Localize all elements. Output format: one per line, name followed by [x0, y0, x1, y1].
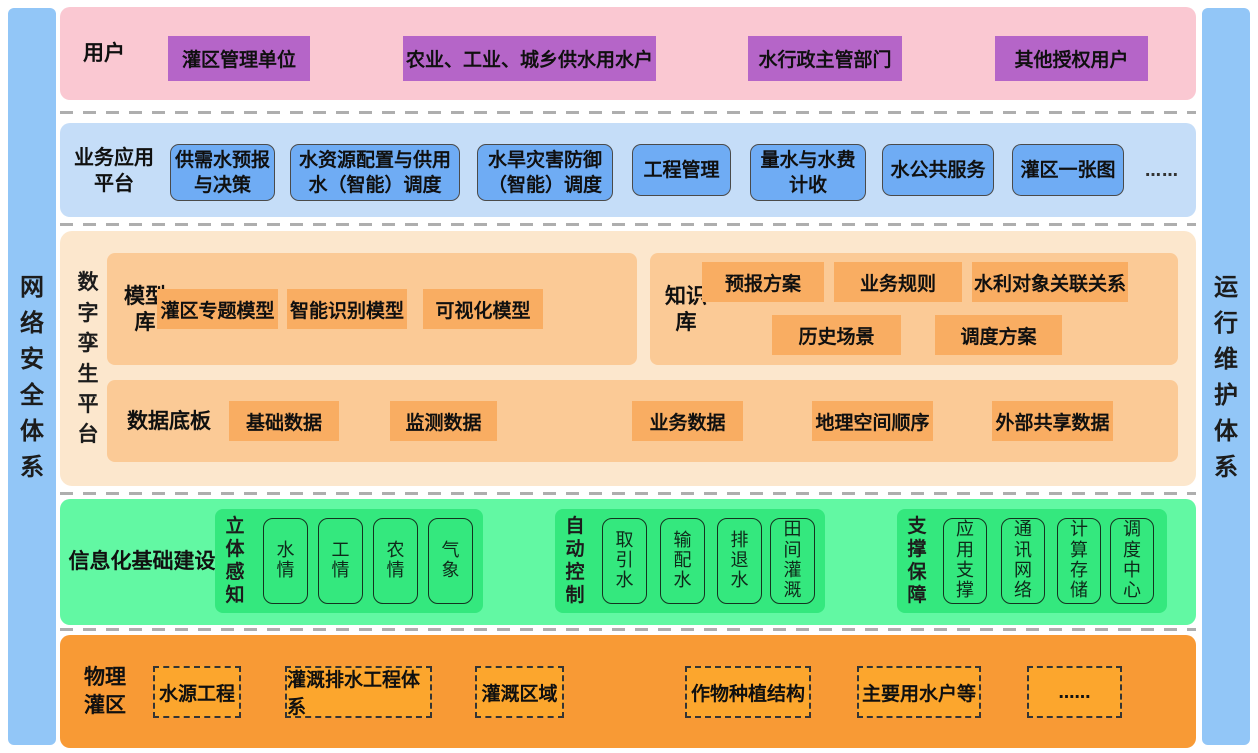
knowledge-box: 水利对象关联关系: [972, 262, 1128, 302]
auto-control-box: 输配水: [660, 518, 705, 604]
data-box: 监测数据: [390, 401, 497, 441]
perception-box: 气象: [428, 518, 473, 604]
model-library-panel: 模型库 灌区专题模型 智能识别模型 可视化模型: [107, 253, 637, 365]
user-box: 灌区管理单位: [168, 36, 310, 81]
auto-control-group: 自动控制 取引水 输配水 排退水 田间灌溉: [555, 509, 825, 613]
support-group: 支撑保障 应用支撑 通讯网络 计算存储 调度中心: [897, 509, 1167, 613]
business-app-box: 水公共服务: [882, 144, 994, 196]
network-security-bar: 网络安全体系: [8, 8, 56, 745]
operation-maintenance-label: 运行维护体系: [1214, 272, 1238, 481]
business-app-box: 供需水预报与决策: [170, 144, 275, 202]
auto-control-label-wrap: 自动控制: [562, 509, 588, 613]
business-ellipsis: ……: [1145, 160, 1179, 180]
knowledge-box: 调度方案: [935, 315, 1062, 355]
business-app-box: 水旱灾害防御（智能）调度: [477, 144, 613, 202]
support-box: 通讯网络: [1001, 518, 1045, 604]
physical-box: 作物种植结构: [685, 666, 811, 718]
infrastructure-label: 信息化基础建设: [68, 549, 216, 574]
data-box: 业务数据: [632, 401, 743, 441]
support-label-wrap: 支撑保障: [904, 509, 930, 613]
users-row-label: 用户: [83, 40, 125, 65]
auto-control-box-label: 田间灌溉: [783, 519, 802, 602]
business-platform-row: 业务应用平台 供需水预报与决策 水资源配置与供用水（智能）调度 水旱灾害防御（智…: [60, 123, 1196, 217]
auto-control-box: 田间灌溉: [770, 518, 815, 604]
model-box: 灌区专题模型: [157, 289, 278, 329]
physical-box: 主要用水户等: [857, 666, 981, 718]
users-row: 用户 灌区管理单位 农业、工业、城乡供水用水户 水行政主管部门 其他授权用户: [60, 7, 1196, 100]
perception-box-label: 农情: [386, 539, 405, 581]
business-platform-label: 业务应用平台: [74, 145, 154, 195]
data-board-label: 数据底板: [127, 408, 211, 433]
knowledge-box: 业务规则: [834, 262, 962, 302]
perception-box: 农情: [373, 518, 418, 604]
auto-control-group-label: 自动控制: [565, 514, 585, 607]
auto-control-box: 取引水: [602, 518, 647, 604]
physical-box: ……: [1027, 666, 1122, 718]
operation-maintenance-bar: 运行维护体系: [1202, 8, 1250, 745]
digital-twin-label-wrap: 数字孪生平台: [68, 231, 108, 486]
auto-control-box: 排退水: [717, 518, 762, 604]
data-box: 基础数据: [229, 401, 339, 441]
data-box: 地理空间顺序: [812, 401, 933, 441]
support-box: 调度中心: [1110, 518, 1154, 604]
perception-box-label: 水情: [276, 539, 295, 581]
dashed-separator: [60, 223, 1196, 226]
auto-control-box-label: 输配水: [673, 529, 692, 592]
physical-district-row: 物理灌区 水源工程 灌溉排水工程体系 灌溉区域 作物种植结构 主要用水户等 ……: [60, 635, 1196, 748]
physical-box: 灌溉排水工程体系: [285, 666, 432, 718]
dashed-separator: [60, 492, 1196, 495]
support-box-label: 调度中心: [1122, 519, 1141, 602]
support-box: 计算存储: [1057, 518, 1101, 604]
perception-group: 立体感知 水情 工情 农情 气象: [215, 509, 483, 613]
dashed-separator: [60, 628, 1196, 631]
auto-control-box-label: 排退水: [730, 529, 749, 592]
support-box: 应用支撑: [943, 518, 987, 604]
business-app-box: 水资源配置与供用水（智能）调度: [290, 144, 460, 202]
dashed-separator: [60, 111, 1196, 114]
support-box-label: 应用支撑: [955, 519, 974, 602]
perception-group-label: 立体感知: [225, 514, 245, 607]
model-box: 智能识别模型: [287, 289, 407, 329]
business-app-box: 工程管理: [632, 144, 731, 196]
support-group-label: 支撑保障: [907, 514, 927, 607]
user-box: 其他授权用户: [995, 36, 1148, 81]
knowledge-library-label: 知识库: [665, 283, 707, 334]
data-board-panel: 数据底板 基础数据 监测数据 业务数据 地理空间顺序 外部共享数据: [107, 380, 1178, 462]
digital-twin-label: 数字孪生平台: [77, 270, 99, 447]
perception-box: 工情: [318, 518, 363, 604]
network-security-label: 网络安全体系: [20, 272, 44, 481]
knowledge-library-panel: 知识库 预报方案 业务规则 水利对象关联关系 历史场景 调度方案: [650, 253, 1178, 365]
knowledge-box: 预报方案: [702, 262, 824, 302]
business-app-box: 量水与水费计收: [750, 144, 866, 202]
model-box: 可视化模型: [423, 289, 543, 329]
knowledge-box: 历史场景: [772, 315, 901, 355]
physical-box: 灌溉区域: [475, 666, 564, 718]
business-app-box: 灌区一张图: [1012, 144, 1124, 196]
user-box: 农业、工业、城乡供水用水户: [403, 36, 656, 81]
physical-district-label: 物理灌区: [84, 665, 126, 717]
perception-label-wrap: 立体感知: [222, 509, 248, 613]
perception-box-label: 工情: [331, 539, 350, 581]
infrastructure-row: 信息化基础建设 立体感知 水情 工情 农情 气象 自动控制 取引水 输配水 排退…: [60, 499, 1196, 625]
support-box-label: 通讯网络: [1013, 519, 1032, 602]
support-box-label: 计算存储: [1069, 519, 1088, 602]
user-box: 水行政主管部门: [748, 36, 902, 81]
auto-control-box-label: 取引水: [615, 529, 634, 592]
digital-twin-row: 数字孪生平台 模型库 灌区专题模型 智能识别模型 可视化模型 知识库 预报方案 …: [60, 231, 1196, 486]
perception-box: 水情: [263, 518, 308, 604]
perception-box-label: 气象: [441, 539, 460, 581]
data-box: 外部共享数据: [992, 401, 1113, 441]
physical-box: 水源工程: [153, 666, 241, 718]
